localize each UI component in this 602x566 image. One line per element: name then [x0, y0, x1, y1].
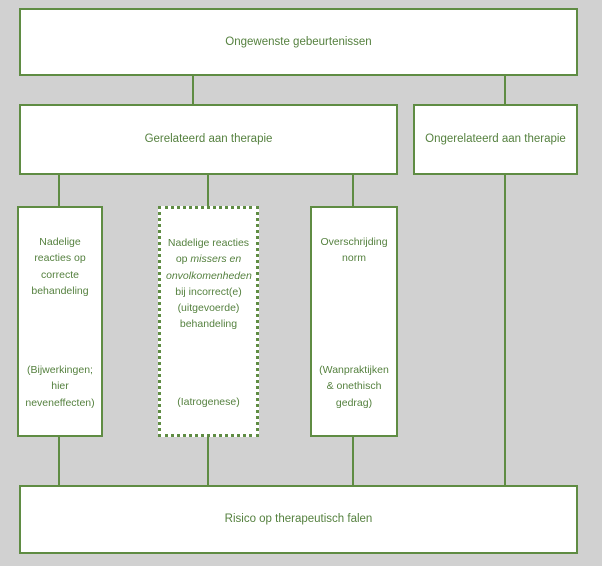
- node-label-ongerelateerd: Ongerelateerd aan therapie: [425, 133, 566, 146]
- leaf-3-subtitle: (Wanpraktijken & onethisch gedrag): [319, 364, 389, 409]
- connector-root-to-gerelateerd: [192, 74, 194, 105]
- leaf-2-subtitle: (Iatrogenese): [177, 395, 240, 408]
- connector-gerelateerd-to-leaf-2: [207, 174, 209, 208]
- connector-ongerelateerd-to-bottom: [504, 174, 506, 486]
- node-label-gerelateerd: Gerelateerd aan therapie: [144, 133, 273, 146]
- node-ongewenste-gebeurtenissen[interactable]: Ongewenste gebeurtenissen: [19, 8, 578, 76]
- connector-leaf-3-to-bottom: [352, 435, 354, 486]
- node-label-bottom: Risico op therapeutisch falen: [224, 513, 373, 526]
- leaf-1-subtitle: (Bijwerkingen; hier neveneffecten): [25, 364, 95, 409]
- connector-leaf-2-to-bottom: [207, 435, 209, 486]
- connector-leaf-1-to-bottom: [58, 435, 60, 486]
- node-risico-op-therapeutisch-falen[interactable]: Risico op therapeutisch falen: [19, 485, 578, 554]
- connector-gerelateerd-to-leaf-1: [58, 174, 60, 208]
- node-nadelige-reacties-missers-onvolkomenheden[interactable]: Nadelige reacties op missers en onvolkom…: [158, 206, 259, 437]
- leaf-3-title: Overschrijding norm: [320, 236, 388, 265]
- node-label-root: Ongewenste gebeurtenissen: [225, 35, 372, 48]
- leaf-1-title: Nadelige reacties op correcte behandelin…: [31, 236, 89, 297]
- connector-gerelateerd-to-leaf-3: [352, 174, 354, 208]
- leaf-2-title: Nadelige reacties op missers en onvolkom…: [166, 237, 252, 331]
- node-ongerelateerd-aan-therapie[interactable]: Ongerelateerd aan therapie: [413, 104, 578, 175]
- node-overschrijding-norm[interactable]: Overschrijding norm (Wanpraktijken & one…: [310, 206, 398, 437]
- connector-root-to-ongerelateerd: [504, 74, 506, 105]
- node-nadelige-reacties-correcte-behandeling[interactable]: Nadelige reacties op correcte behandelin…: [17, 206, 103, 437]
- node-gerelateerd-aan-therapie[interactable]: Gerelateerd aan therapie: [19, 104, 398, 175]
